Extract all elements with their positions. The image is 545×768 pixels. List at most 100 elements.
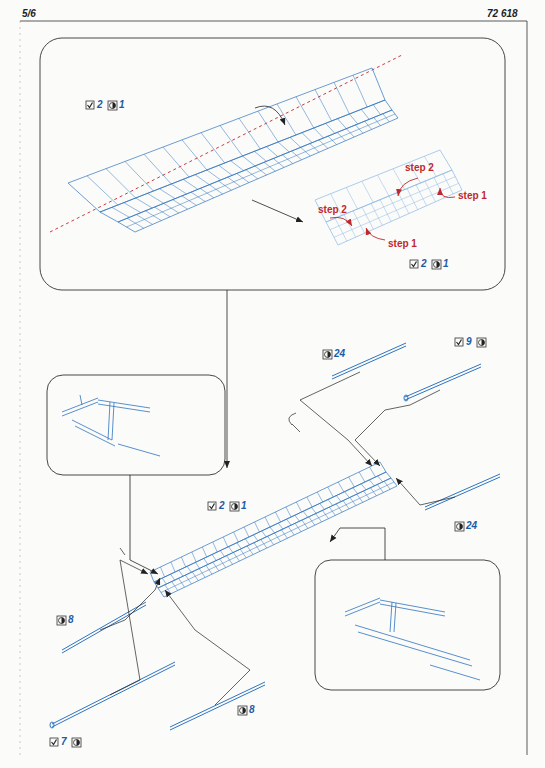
stroke [338, 482, 344, 492]
stroke [162, 578, 166, 584]
stroke [361, 484, 366, 490]
stroke [334, 82, 349, 114]
stroke [179, 570, 183, 576]
stroke [270, 527, 275, 533]
part-icon [477, 338, 486, 347]
callout-number: 1 [119, 99, 125, 111]
stroke [106, 169, 136, 198]
stroke [311, 507, 316, 513]
stroke [159, 189, 175, 199]
stroke [245, 539, 249, 545]
stroke [207, 170, 221, 180]
stroke [416, 185, 427, 206]
callout-number: 1 [443, 258, 449, 270]
part-icon [323, 350, 332, 359]
stroke [219, 165, 232, 175]
stroke [154, 472, 386, 582]
stroke [182, 140, 207, 170]
stroke [349, 114, 357, 124]
stroke [163, 147, 189, 177]
stroke [136, 198, 153, 208]
stroke [295, 515, 300, 521]
stroke [150, 572, 154, 582]
stroke [100, 100, 385, 212]
stroke [362, 207, 373, 229]
stroke [150, 462, 380, 572]
part-icon [108, 101, 117, 110]
stroke [144, 154, 171, 184]
callout-number: 24 [334, 348, 345, 360]
stroke [330, 177, 455, 230]
stroke [171, 574, 175, 580]
bend-icon [88, 103, 93, 108]
stroke [160, 567, 164, 577]
stroke [362, 181, 373, 202]
stroke [258, 111, 278, 142]
stroke [338, 119, 347, 129]
stroke [380, 462, 386, 472]
stroke [213, 542, 218, 552]
stroke [195, 562, 199, 568]
stroke [349, 477, 355, 487]
stroke [303, 511, 308, 517]
stroke [344, 215, 356, 238]
callout-number: 2 [421, 258, 427, 270]
part-icon [238, 706, 247, 715]
stroke [201, 133, 225, 163]
callout-number: 7 [61, 736, 67, 748]
stroke [407, 189, 418, 210]
stroke [335, 218, 347, 241]
stroke [378, 175, 390, 196]
stroke [220, 126, 243, 157]
stroke [314, 128, 324, 138]
kit-number: 72 618 [487, 8, 518, 20]
stroke [345, 492, 350, 498]
callout-number: 24 [466, 520, 477, 532]
stroke [195, 175, 209, 185]
stroke [183, 179, 198, 189]
stroke [237, 543, 241, 549]
stroke [370, 467, 376, 477]
stroke [326, 123, 335, 133]
stroke [315, 90, 332, 121]
stroke [302, 133, 312, 143]
stroke [287, 519, 292, 525]
step-label: step 2 [318, 204, 347, 216]
stroke [440, 150, 452, 170]
stroke [266, 147, 278, 157]
stroke [234, 532, 239, 542]
part-icon [432, 260, 441, 269]
stroke [286, 507, 291, 517]
stroke [68, 183, 100, 212]
bend-icon [52, 740, 57, 745]
callout-number: 1 [241, 500, 247, 512]
step-label: step 2 [405, 162, 434, 174]
stroke [181, 557, 185, 567]
part-icon [72, 738, 81, 747]
stroke [148, 193, 164, 203]
stroke [202, 547, 206, 557]
stroke [389, 196, 400, 218]
stroke [452, 170, 462, 190]
stroke [171, 562, 175, 572]
stroke [262, 531, 266, 537]
stroke [124, 203, 141, 213]
stroke [212, 555, 216, 561]
bend-icon [210, 504, 215, 509]
bend-icon [208, 502, 216, 510]
page-number: 5/6 [22, 8, 36, 20]
stroke [443, 174, 453, 194]
callout-number: 2 [219, 500, 225, 512]
bend-icon [50, 738, 58, 746]
stroke [398, 192, 409, 213]
stroke [255, 522, 260, 532]
part-icon [230, 502, 239, 511]
stroke [239, 118, 260, 149]
stroke [243, 156, 256, 166]
stroke [254, 151, 266, 161]
stroke [204, 558, 208, 564]
step-label: step 1 [458, 190, 487, 202]
stroke [125, 161, 153, 191]
stroke [223, 537, 228, 547]
